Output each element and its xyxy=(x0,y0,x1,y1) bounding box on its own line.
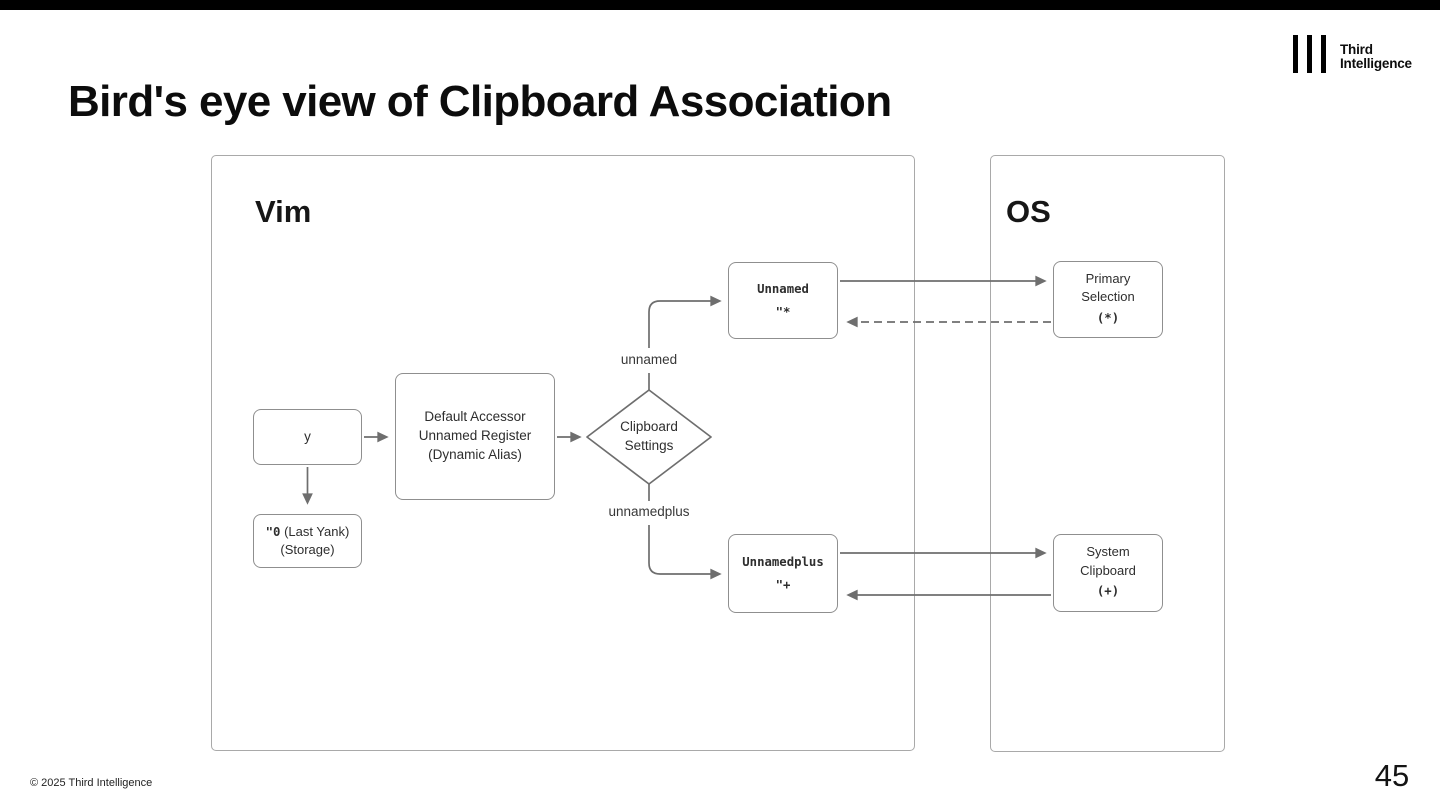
node-line: "0 (Last Yank) xyxy=(266,523,350,541)
node-default-accessor: Default Accessor Unnamed Register (Dynam… xyxy=(395,373,555,500)
register-label: (Last Yank) xyxy=(280,523,350,539)
brand-name: Third Intelligence xyxy=(1340,43,1412,71)
logo-bar-icon xyxy=(1293,35,1298,73)
node-last-yank: "0 (Last Yank) (Storage) xyxy=(253,514,362,568)
node-line: Clipboard xyxy=(620,419,678,435)
logo-bar-icon xyxy=(1321,35,1326,73)
page-number: 45 xyxy=(1374,758,1410,793)
os-container-label: OS xyxy=(1006,194,1051,229)
node-line: (Dynamic Alias) xyxy=(428,446,522,462)
node-unnamedplus-register: Unnamedplus "+ xyxy=(728,534,838,613)
brand-logo: Third Intelligence xyxy=(1293,34,1412,73)
edge-label-unnamed: unnamed xyxy=(589,352,709,367)
logo-bar-icon xyxy=(1307,35,1312,73)
node-line: Settings xyxy=(624,438,674,453)
node-unnamed-register: Unnamed "* xyxy=(728,262,838,339)
node-clipboard-settings: Clipboard Settings xyxy=(589,410,709,464)
node-line: (+) xyxy=(1096,584,1120,599)
node-line: Unnamedplus xyxy=(742,555,824,570)
logo-bars-icon xyxy=(1293,35,1326,73)
node-line: Selection xyxy=(1081,289,1135,305)
node-line: Primary xyxy=(1085,270,1131,286)
vim-container-label: Vim xyxy=(255,194,312,229)
slide-title: Bird's eye view of Clipboard Association xyxy=(68,77,892,126)
node-line: "* xyxy=(775,304,791,319)
node-line: (*) xyxy=(1096,310,1120,325)
node-line: "+ xyxy=(775,577,791,592)
node-line: Clipboard xyxy=(1080,562,1136,578)
node-yank-command: y xyxy=(253,409,362,465)
edge-label-unnamedplus: unnamedplus xyxy=(589,504,709,519)
node-line: Default Accessor xyxy=(424,409,526,425)
node-line: y xyxy=(304,429,311,445)
node-system-clipboard: System Clipboard (+) xyxy=(1053,534,1163,612)
brand-name-line2: Intelligence xyxy=(1340,56,1412,71)
node-line: System xyxy=(1086,544,1130,560)
register-code: "0 xyxy=(265,524,281,539)
os-container: OS xyxy=(990,155,1225,752)
node-primary-selection: Primary Selection (*) xyxy=(1053,261,1163,338)
top-accent-bar xyxy=(0,0,1440,10)
footer-copyright: © 2025 Third Intelligence xyxy=(30,777,153,789)
node-line: Unnamed Register xyxy=(418,428,532,444)
node-line: (Storage) xyxy=(280,542,335,557)
node-line: Unnamed xyxy=(757,282,809,297)
brand-name-line1: Third xyxy=(1340,42,1373,57)
